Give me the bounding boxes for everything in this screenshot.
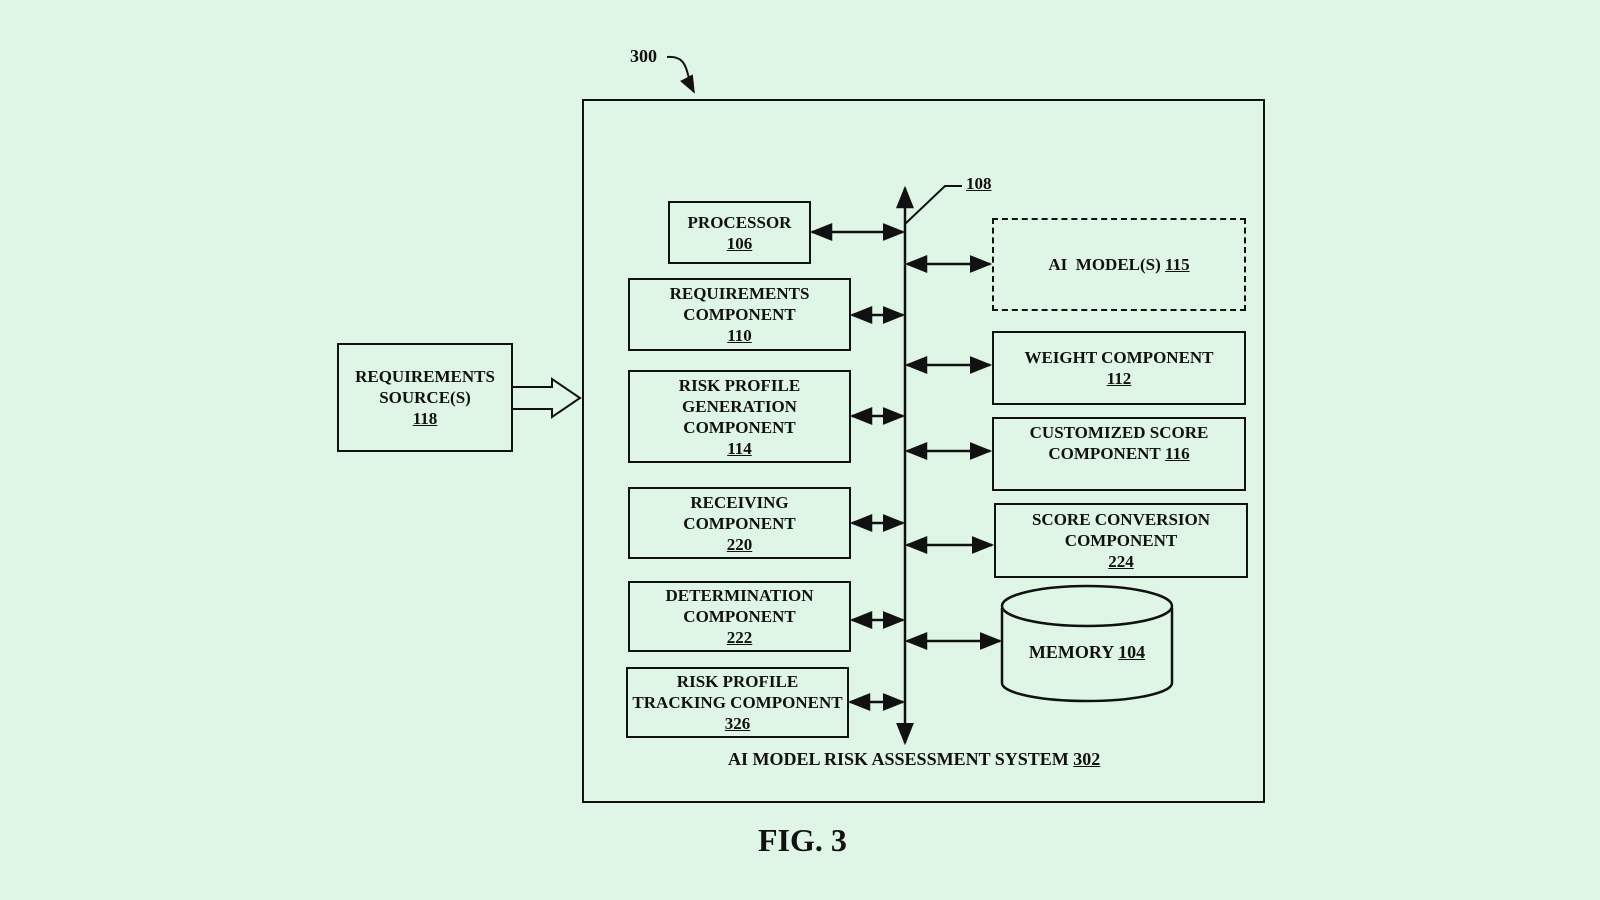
system-label: AI MODEL RISK ASSESSMENT SYSTEM bbox=[728, 749, 1069, 769]
risk-profile-tracking-line2: TRACKING COMPONENT bbox=[632, 693, 843, 712]
score-conversion-ref: 224 bbox=[1108, 552, 1134, 571]
risk-profile-tracking-line1: RISK PROFILE bbox=[676, 672, 799, 691]
memory-label: MEMORY bbox=[1028, 642, 1114, 662]
requirements-source-ref: 118 bbox=[412, 409, 438, 428]
system-ref: 302 bbox=[1073, 749, 1101, 769]
processor-ref: 106 bbox=[726, 233, 753, 253]
risk-profile-generation-box: RISK PROFILE GENERATION COMPONENT 114 bbox=[628, 370, 851, 463]
memory-label-group: MEMORY 104 bbox=[1002, 642, 1172, 663]
customized-score-box: CUSTOMIZED SCORE COMPONENT 116 bbox=[992, 417, 1246, 491]
risk-profile-generation-line2: GENERATION bbox=[682, 396, 797, 416]
score-conversion-line2: COMPONENT bbox=[1064, 531, 1178, 550]
figure-ref-arrow bbox=[666, 55, 695, 94]
ai-models-box: AI MODEL(S) 115 bbox=[992, 218, 1246, 311]
receiving-component-line2: COMPONENT bbox=[683, 513, 796, 533]
processor-label: PROCESSOR bbox=[687, 212, 792, 232]
memory-cylinder-body bbox=[1000, 608, 1174, 703]
system-boundary-box bbox=[582, 99, 1265, 803]
requirements-source-box: REQUIREMENTS SOURCE(S) 118 bbox=[337, 343, 513, 452]
requirements-source-line2: SOURCE(S) bbox=[379, 388, 471, 407]
score-conversion-box: SCORE CONVERSION COMPONENT 224 bbox=[994, 503, 1248, 578]
requirements-component-line2: COMPONENT bbox=[683, 305, 796, 324]
risk-profile-generation-line1: RISK PROFILE bbox=[678, 375, 801, 395]
figure-reference-number: 300 bbox=[630, 46, 657, 66]
bus-reference-number: 108 bbox=[966, 174, 992, 193]
weight-component-label: WEIGHT COMPONENT bbox=[1024, 348, 1214, 367]
ai-models-label: AI MODEL(S) bbox=[1048, 255, 1161, 274]
risk-profile-tracking-ref: 326 bbox=[724, 714, 751, 733]
figure-caption: FIG. 3 bbox=[758, 822, 847, 858]
score-conversion-line1: SCORE CONVERSION bbox=[1031, 510, 1211, 529]
requirements-component-line1: REQUIREMENTS bbox=[669, 284, 810, 303]
requirements-component-ref: 110 bbox=[727, 326, 752, 345]
determination-component-line1: DETERMINATION bbox=[665, 586, 814, 605]
determination-component-line2: COMPONENT bbox=[683, 607, 796, 626]
customized-score-line1: CUSTOMIZED SCORE bbox=[1029, 423, 1209, 442]
risk-profile-tracking-box: RISK PROFILE TRACKING COMPONENT 326 bbox=[626, 667, 849, 738]
bus-ref-leader bbox=[904, 185, 962, 225]
customized-score-ref: 116 bbox=[1165, 444, 1190, 463]
memory-ref: 104 bbox=[1118, 642, 1146, 662]
determination-component-box: DETERMINATION COMPONENT 222 bbox=[628, 581, 851, 652]
weight-component-box: WEIGHT COMPONENT 112 bbox=[992, 331, 1246, 405]
requirements-source-line1: REQUIREMENTS bbox=[355, 367, 495, 386]
receiving-component-line1: RECEIVING bbox=[690, 492, 789, 512]
receiving-component-ref: 220 bbox=[726, 534, 753, 554]
system-label-group: AI MODEL RISK ASSESSMENT SYSTEM 302 bbox=[728, 749, 1100, 770]
requirements-component-box: REQUIREMENTS COMPONENT 110 bbox=[628, 278, 851, 351]
ai-models-ref: 115 bbox=[1165, 255, 1190, 274]
customized-score-line2: COMPONENT bbox=[1048, 444, 1161, 463]
weight-component-ref: 112 bbox=[1106, 369, 1132, 388]
risk-profile-generation-line3: COMPONENT bbox=[683, 417, 796, 437]
processor-box: PROCESSOR 106 bbox=[668, 201, 811, 264]
risk-profile-generation-ref: 114 bbox=[727, 438, 752, 458]
determination-component-ref: 222 bbox=[726, 628, 753, 647]
input-hollow-arrow bbox=[512, 377, 582, 419]
receiving-component-box: RECEIVING COMPONENT 220 bbox=[628, 487, 851, 559]
memory-cylinder-top bbox=[1000, 584, 1174, 628]
